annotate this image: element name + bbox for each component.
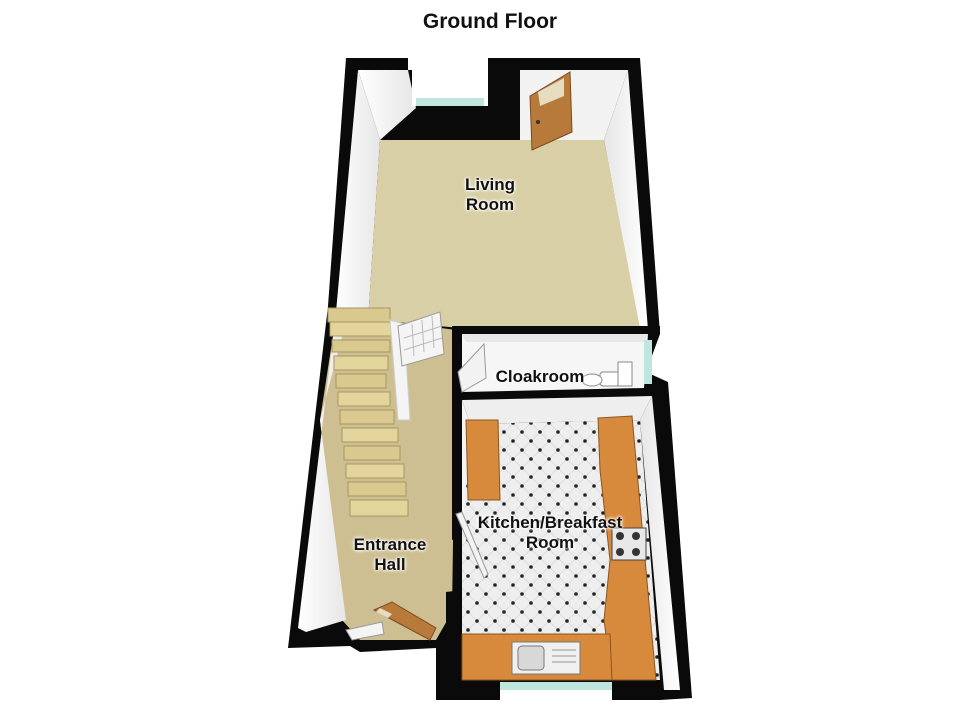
room-label-cloakroom: Cloakroom [480, 367, 600, 387]
floor-title: Ground Floor [422, 10, 558, 33]
room-label-kitchen-breakfast-room: Kitchen/Breakfast Room [460, 513, 640, 553]
kitchen-worktops [461, 415, 657, 690]
room-label-line: Room [465, 195, 515, 214]
entrance-hall-wall [298, 312, 346, 632]
room-label-entrance-hall: Entrance Hall [340, 535, 440, 575]
living-room-floor [368, 140, 640, 328]
internal-walls [446, 326, 660, 692]
room-label-line: Room [525, 533, 575, 552]
room-label-line: Cloakroom [495, 367, 585, 386]
cloakroom [457, 334, 652, 393]
kitchen-door [455, 511, 489, 579]
room-label-line: Kitchen/Breakfast [477, 513, 623, 532]
understairs-cupboard [397, 311, 445, 367]
living-room-door [529, 71, 573, 151]
staircase [327, 307, 411, 517]
room-label-line: Entrance [353, 535, 427, 554]
room-label-line: Living [464, 175, 516, 194]
front-door [345, 601, 437, 641]
room-label-line: Hall [374, 555, 406, 574]
room-label-living-room: Living Room [440, 175, 540, 215]
